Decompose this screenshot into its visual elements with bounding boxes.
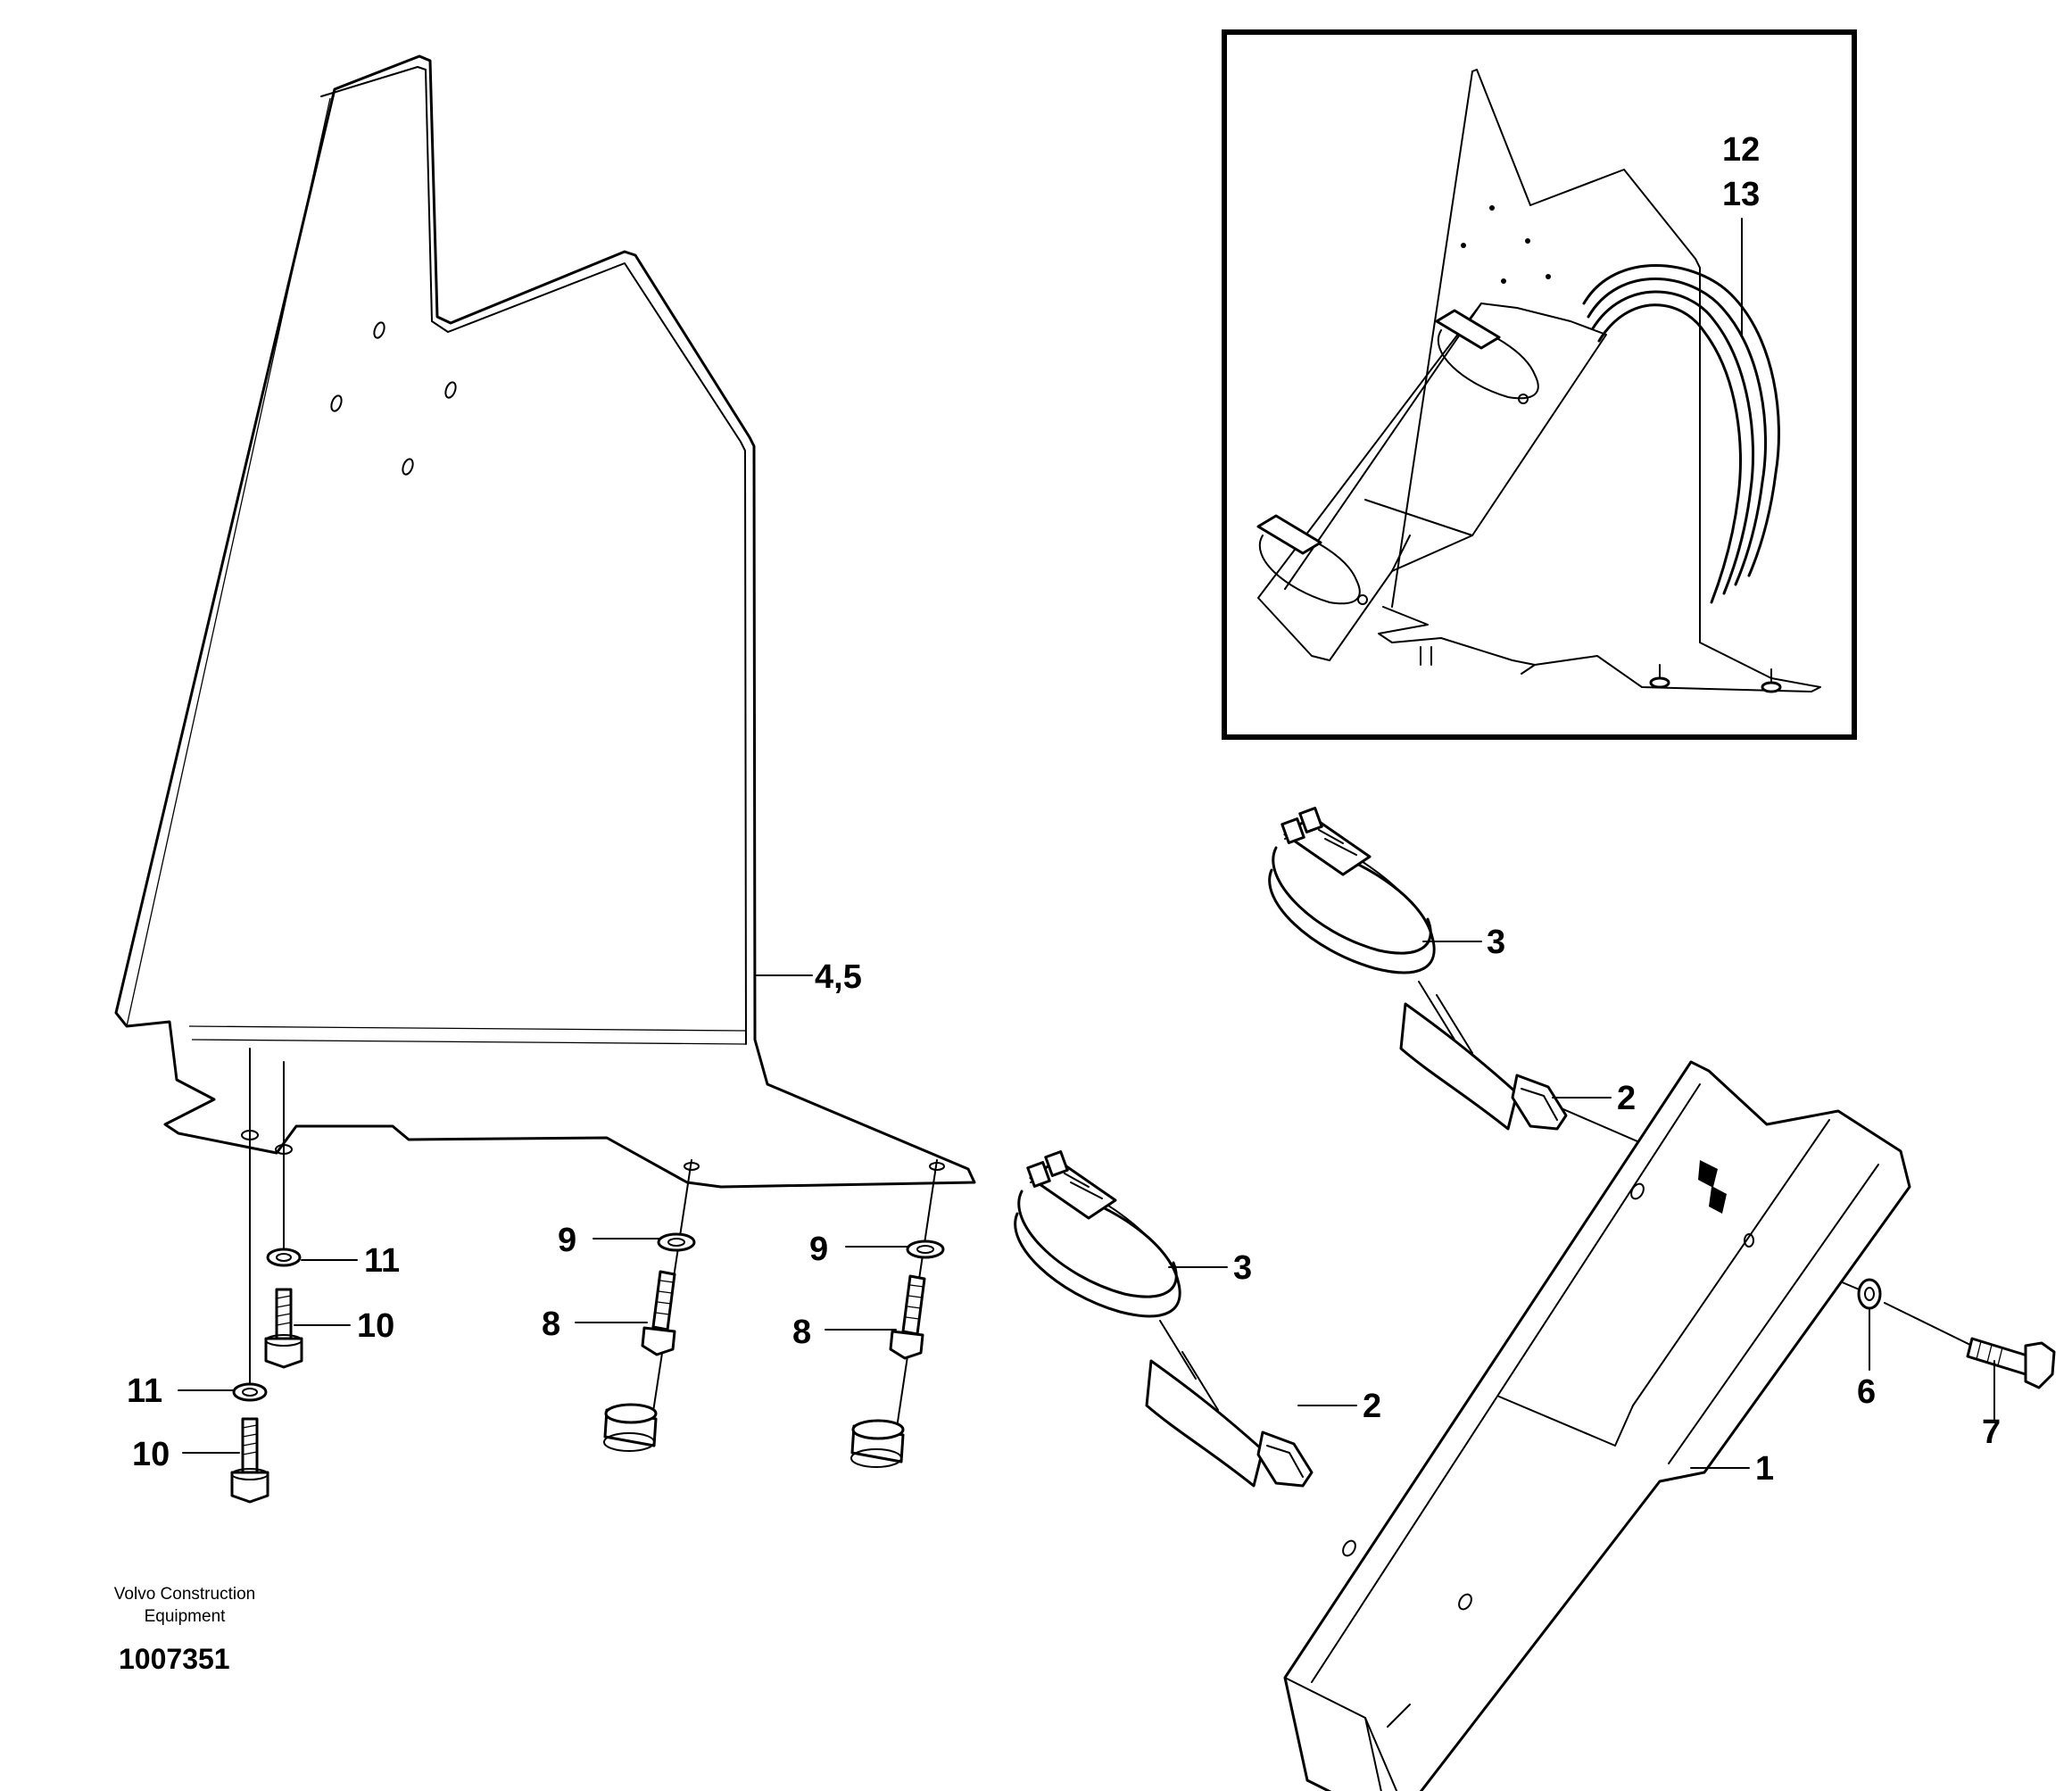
hose-clamp-3-lower [1014,1150,1181,1318]
washer-9-right [906,1240,945,1259]
document-number: 1007351 [119,1643,230,1675]
callout-7: 7 [1982,1414,2001,1451]
exhaust-bracket-channel [1283,1060,1911,1791]
washer-6 [1857,1278,1882,1310]
callout-1: 1 [1755,1450,1774,1488]
clamp-saddle-2-lower [1145,1351,1314,1488]
callout-2-upper: 2 [1617,1080,1636,1117]
rubber-mount-right [850,1419,905,1468]
washer-11-upper [266,1248,302,1267]
callout-3-upper: 3 [1487,924,1505,961]
callout-3-lower: 3 [1233,1249,1252,1287]
bolt-10-upper [264,1288,303,1369]
callout-10-lower: 10 [132,1436,170,1473]
callout-8-left: 8 [542,1306,560,1343]
stud-8-left [641,1270,676,1356]
stud-8-right [889,1274,926,1360]
callout-9-left: 9 [558,1222,576,1259]
company-name-line2: Equipment [145,1607,227,1626]
washer-9-left [657,1232,696,1252]
callout-11-upper: 11 [364,1242,400,1280]
callout-4-5: 4,5 [815,958,862,996]
bolt-7 [1966,1337,2056,1389]
rubber-mount-left [603,1403,658,1452]
clamp-saddle-2-upper [1399,994,1568,1131]
callout-13: 13 [1722,176,1760,213]
callout-6: 6 [1857,1373,1876,1411]
callout-labels: 4,5 3 2 3 2 1 6 7 11 10 11 10 9 8 9 8 12… [127,131,2001,1488]
inset-detail-frame [1222,29,1857,740]
shield-plate [114,54,976,1189]
company-name-line1: Volvo Construction [114,1585,255,1604]
callout-leaders [178,218,1995,1469]
callout-10-upper: 10 [357,1307,394,1345]
callout-9-right: 9 [809,1231,828,1268]
callout-11-lower: 11 [127,1372,162,1410]
footer: Volvo Construction Equipment 1007351 [114,1585,255,1675]
callout-8-right: 8 [792,1314,811,1351]
bolt-10-lower [230,1417,269,1504]
callout-2-lower: 2 [1363,1388,1381,1425]
washer-11-lower [232,1382,268,1402]
callout-12: 12 [1722,131,1760,169]
hose-clamp-3-upper [1268,807,1436,974]
